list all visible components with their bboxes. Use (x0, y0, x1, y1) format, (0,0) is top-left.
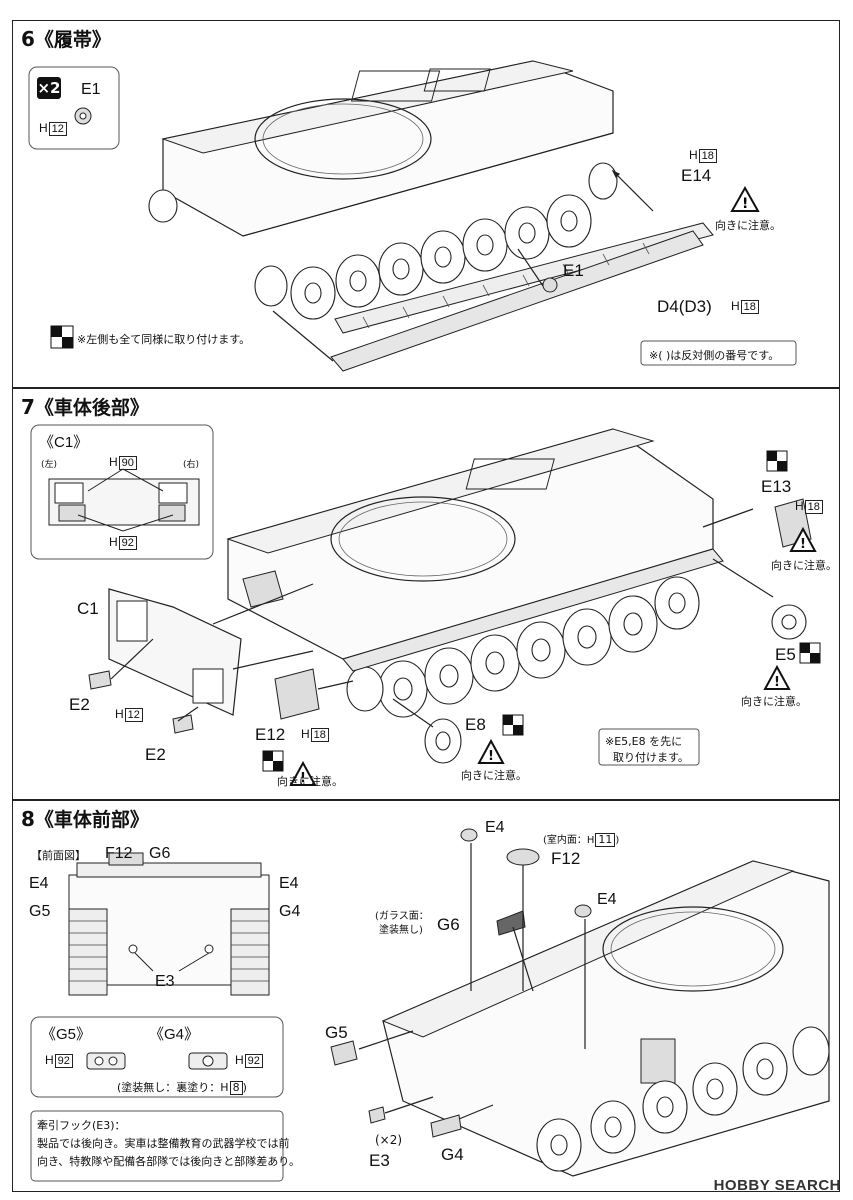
step-7-title: 7《車体後部》 (21, 395, 149, 419)
part-e13-label: E13 (761, 477, 792, 496)
front-e3-label: E3 (155, 973, 175, 990)
note-opposite-side: ※( )は反対側の番号です。 (649, 349, 780, 362)
caution-text: 向きに注意。 (715, 219, 781, 232)
svg-text:!: ! (300, 771, 306, 786)
inset-g5-title: 《G5》 (41, 1026, 92, 1043)
step-6-illustration: ! (28, 60, 797, 372)
svg-text:!: ! (488, 749, 494, 764)
part-e1-label: E1 (81, 81, 101, 98)
part-e5-label: E5 (775, 645, 796, 664)
front-g5-label: G5 (29, 903, 51, 920)
caution-e13-text: 向きに注意。 (771, 559, 837, 572)
svg-text:!: ! (742, 196, 748, 212)
note-left-side: ※左側も全て同様に取り付けます。 (77, 333, 251, 346)
step-6-panel: 6《履帯》 (12, 20, 840, 388)
quantity-x2-note: (×2) (375, 1133, 403, 1147)
part-e8-label: E8 (465, 715, 486, 734)
inset-g4-title: 《G4》 (149, 1026, 200, 1043)
front-view-label: 【前面図】 (31, 849, 86, 862)
inset-left-marker: (左) (41, 460, 58, 470)
glass-note-line1: (ガラス面： (375, 911, 429, 922)
part-d4-d3-label: D4(D3) (657, 297, 712, 316)
part-g4-label: G4 (441, 1145, 464, 1164)
inset-right-marker: (右) (183, 460, 200, 470)
step-7-panel: 7《車体後部》 (12, 388, 840, 800)
step-8-panel: 8《車体前部》 (12, 800, 840, 1192)
front-e4-left-label: E4 (29, 875, 49, 892)
part-e2-label-b: E2 (145, 745, 166, 764)
part-e2-label-a: E2 (69, 695, 90, 714)
part-e3-label: E3 (369, 1151, 390, 1170)
front-g6-label: G6 (149, 845, 171, 862)
watermark: HOBBY SEARCH (713, 1177, 841, 1194)
part-f12-label: F12 (551, 849, 581, 868)
inset-c1-title: 《C1》 (39, 434, 89, 451)
caution-e5-text: 向きに注意。 (741, 695, 807, 708)
tow-hook-line2: 向き、特教隊や配備各部隊では後向きと部隊差あり。 (37, 1155, 301, 1168)
note-e5-e8-line1: ※E5,E8 を先に (605, 735, 683, 748)
part-g5-label: G5 (325, 1023, 348, 1042)
quantity-x2-badge: ×2 (37, 77, 61, 99)
part-e4-top-label: E4 (485, 819, 505, 836)
part-e14-label: E14 (681, 166, 712, 185)
glass-note-line2: 塗装無し) (379, 925, 423, 936)
svg-text:!: ! (800, 537, 806, 552)
step-7-illustration: !! !! (30, 424, 821, 786)
part-g6-label: G6 (437, 915, 460, 934)
caution-e8-text: 向きに注意。 (461, 769, 527, 782)
part-e4-right-label: E4 (597, 891, 617, 908)
note-e5-e8-line2: 取り付けます。 (613, 751, 689, 764)
step-8-illustration (30, 828, 830, 1182)
step-6-title: 6《履帯》 (21, 27, 111, 51)
front-e4-right-label: E4 (279, 875, 299, 892)
svg-text:!: ! (774, 675, 780, 690)
part-e1-mid-label: E1 (563, 261, 584, 280)
caution-e12-text: 向きに注意。 (277, 775, 343, 788)
step-8-title: 8《車体前部》 (21, 807, 149, 831)
tow-hook-line1: 製品では後向き。実車は整備教育の武器学校では前 (37, 1137, 290, 1150)
tow-hook-title: 牽引フック(E3)： (37, 1119, 126, 1132)
front-f12-label: F12 (105, 845, 133, 862)
front-g4-label: G4 (279, 903, 301, 920)
part-e12-label: E12 (255, 725, 286, 744)
part-c1-label: C1 (77, 599, 99, 618)
